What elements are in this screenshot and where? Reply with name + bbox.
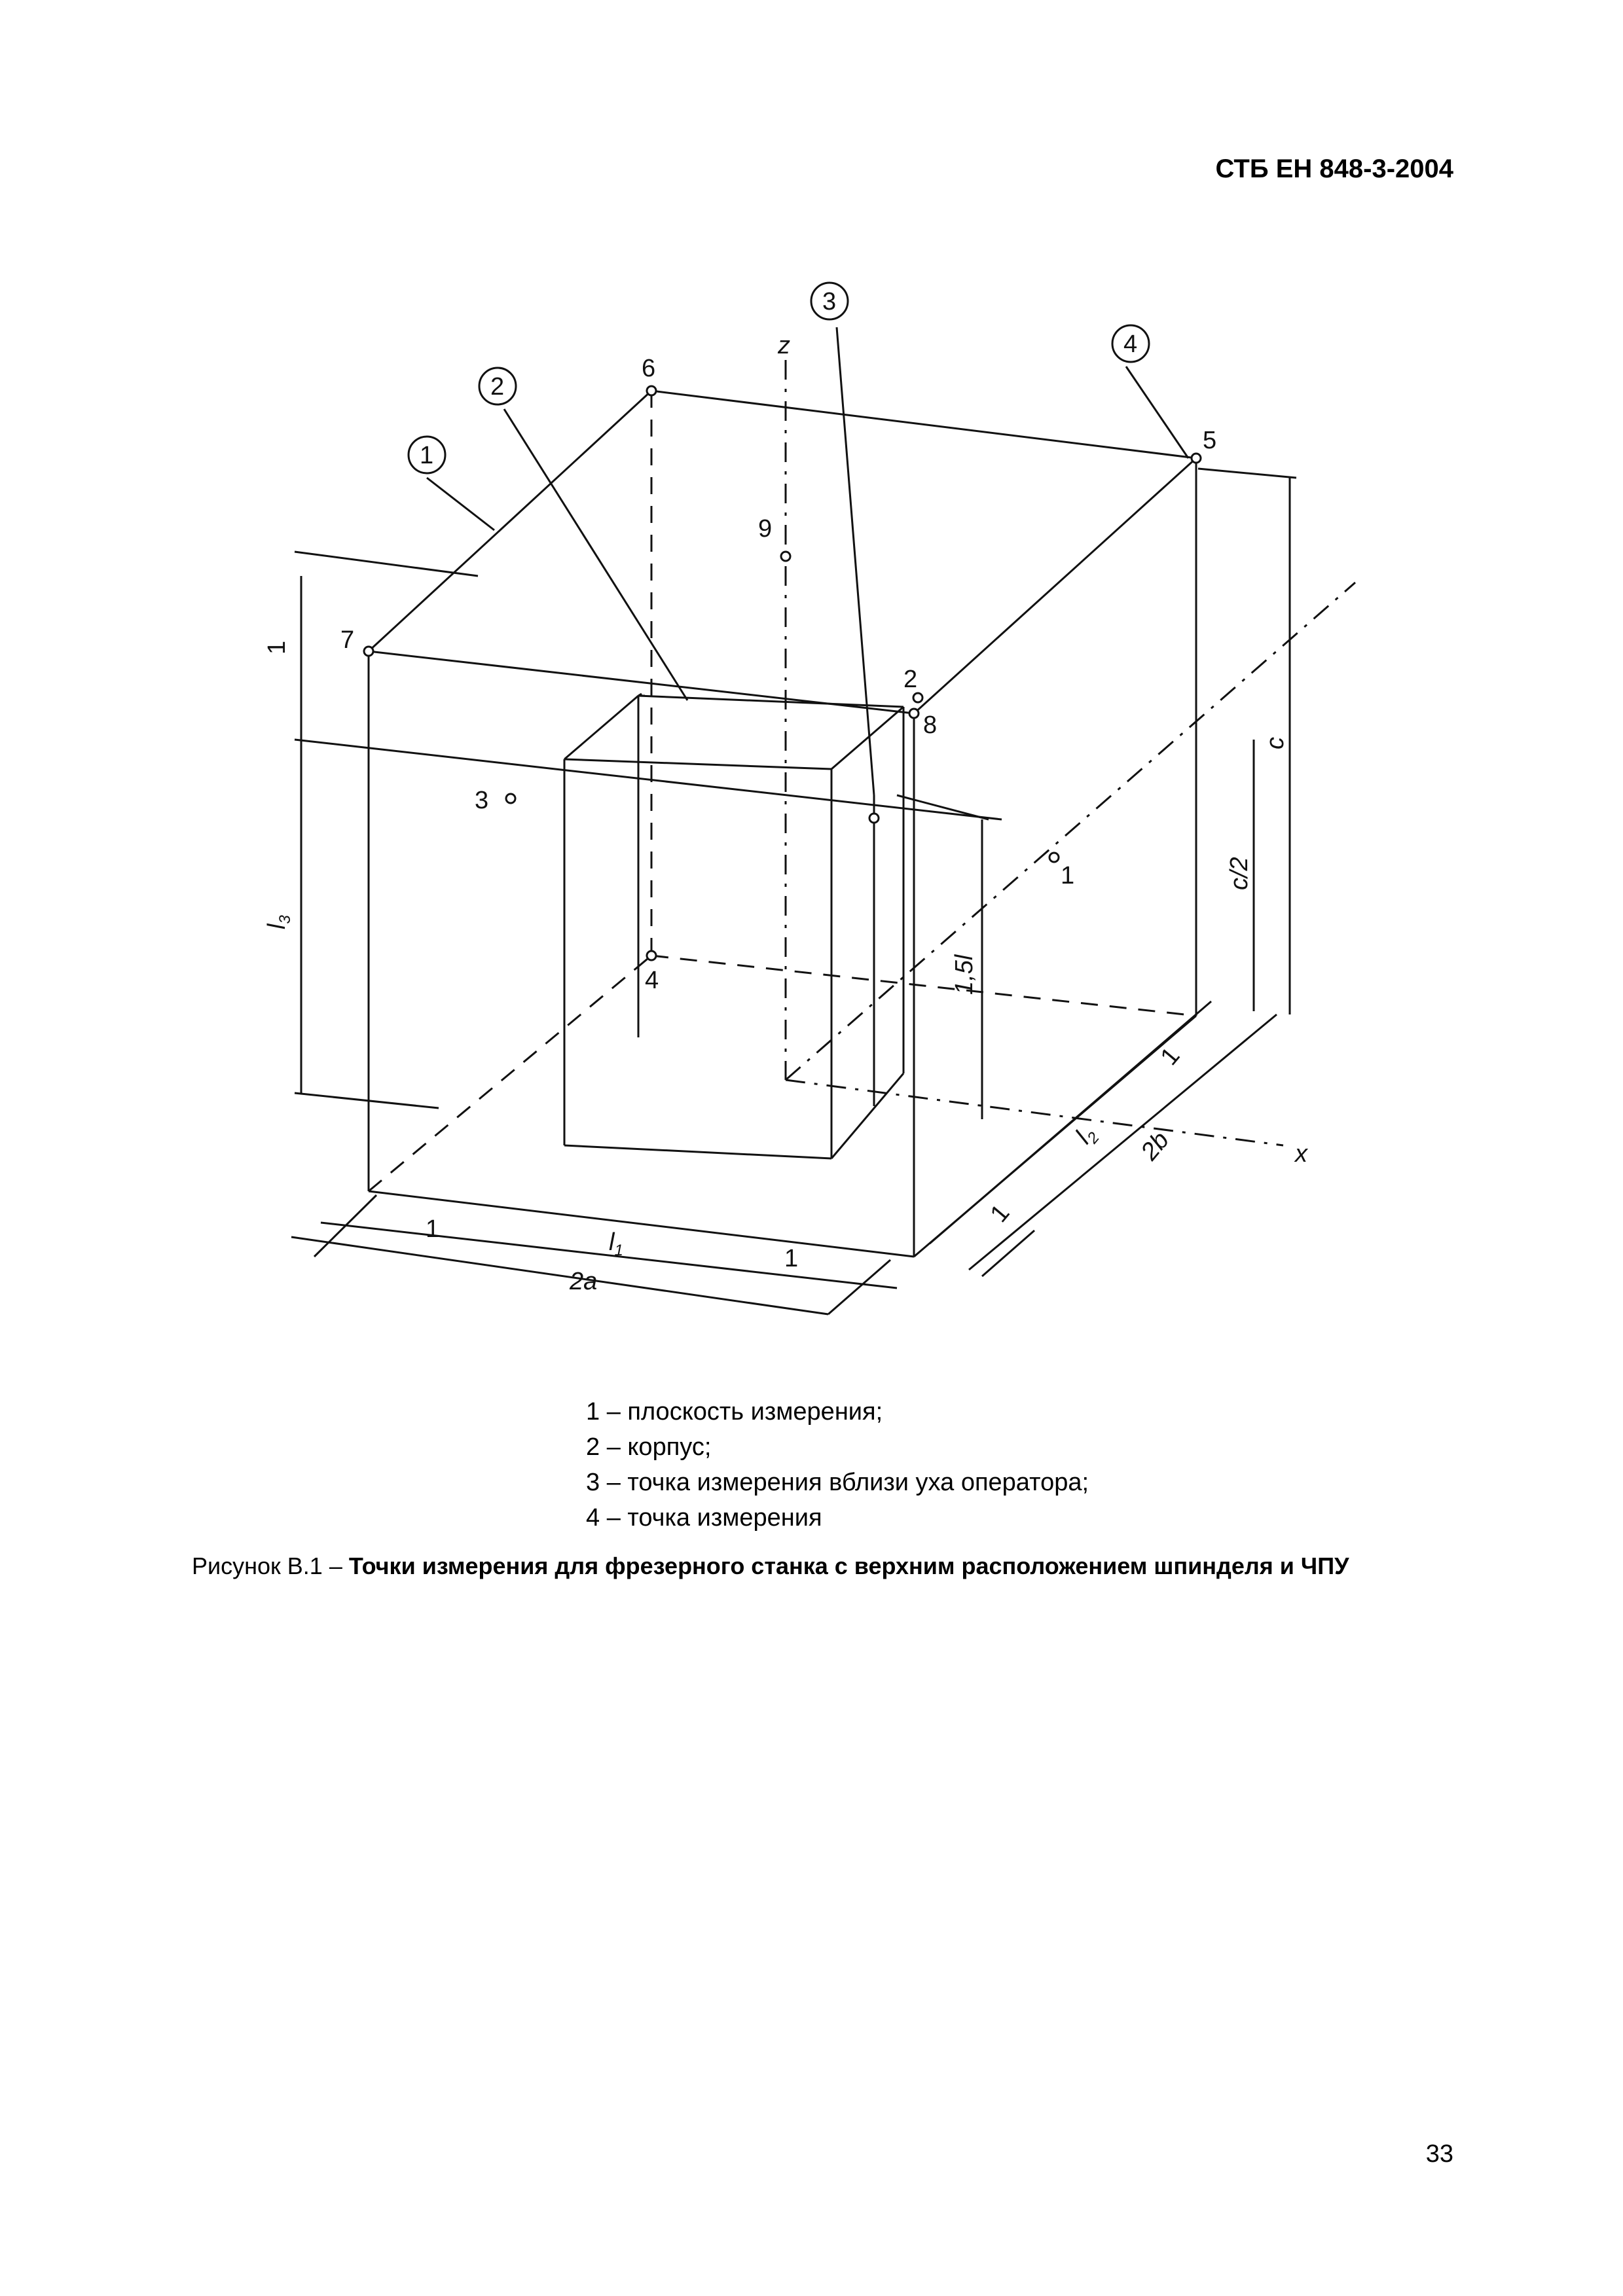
dim-1-5l: 1,5l [951, 954, 978, 995]
callout-3: 3 [822, 288, 836, 315]
dim-l1: l1 [609, 1229, 623, 1259]
dim-l2: l2 [1070, 1121, 1103, 1151]
point-label-8: 8 [923, 711, 937, 739]
dim-c: c [1262, 737, 1289, 749]
point-label-5: 5 [1203, 427, 1216, 454]
callout-4: 4 [1123, 331, 1137, 358]
legend-item-2: 2 – корпус; [586, 1433, 712, 1461]
caption-title: Точки измерения для фрезерного станка с … [348, 1552, 1349, 1579]
caption-prefix: Рисунок В.1 – [192, 1552, 349, 1579]
callout-1: 1 [420, 442, 433, 469]
diagram-svg: 1 2 3 4 1 2 3 4 5 6 7 8 9 z x 1 l3 c c/2… [263, 281, 1356, 1316]
dim-c-half: c/2 [1226, 857, 1253, 890]
figure-caption: Рисунок В.1 – Точки измерения для фрезер… [192, 1552, 1349, 1580]
point-label-4: 4 [645, 967, 659, 994]
axis-z-label: z [777, 332, 790, 359]
point-label-1: 1 [1061, 862, 1074, 889]
point-label-3: 3 [475, 787, 488, 814]
measurement-diagram: 1 2 3 4 1 2 3 4 5 6 7 8 9 z x 1 l3 c c/2… [242, 268, 1368, 1374]
dim-bottom-1-left: 1 [426, 1215, 439, 1243]
dim-2b: 2b [1135, 1126, 1175, 1166]
point-label-6: 6 [642, 355, 655, 382]
dim-bottom-1-right: 1 [784, 1245, 798, 1272]
legend-item-1: 1 – плоскость измерения; [586, 1398, 883, 1426]
dim-left-1: 1 [263, 641, 291, 655]
dim-2a: 2a [569, 1268, 597, 1295]
legend-item-3: 3 – точка измерения вблизи уха оператора… [586, 1469, 1089, 1496]
legend-item-4: 4 – точка измерения [586, 1504, 822, 1532]
page-number: 33 [1425, 2140, 1453, 2168]
callout-2: 2 [490, 373, 504, 401]
document-header: СТБ ЕН 848-3-2004 [1215, 154, 1453, 183]
point-label-2: 2 [903, 666, 917, 693]
dim-right-1-lower: 1 [985, 1200, 1015, 1228]
axis-x-label: x [1294, 1140, 1309, 1168]
point-label-7: 7 [340, 626, 354, 654]
figure-legend: 1 – плоскость измерения; 2 – корпус; 3 –… [586, 1394, 1089, 1535]
point-label-9: 9 [758, 515, 772, 543]
dim-l3: l3 [263, 915, 294, 929]
